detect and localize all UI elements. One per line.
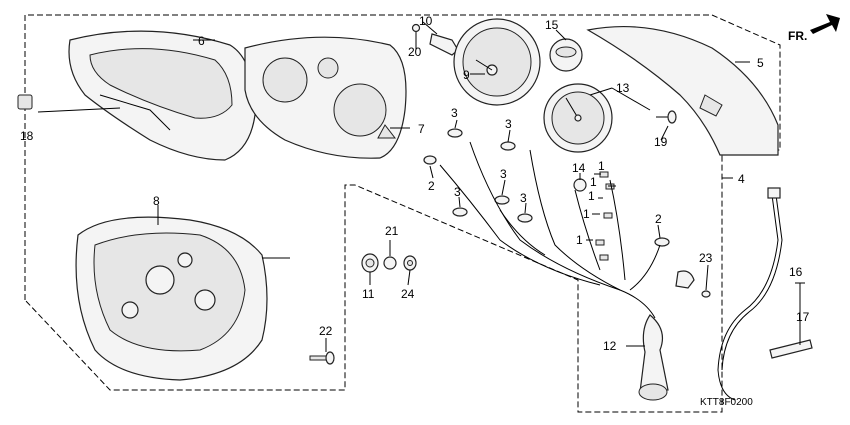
callout-1c: 1 (588, 189, 595, 203)
clip-part (17, 94, 33, 110)
callout-9: 9 (463, 68, 470, 82)
meter-panel-part (244, 36, 407, 159)
tachometer-part (543, 83, 613, 153)
callout-24: 24 (401, 287, 415, 301)
indicator-cap-part (549, 38, 583, 72)
callout-13: 13 (616, 81, 630, 95)
callout-3c: 3 (500, 167, 507, 181)
callout-21: 21 (385, 224, 399, 238)
screw-19-part (656, 110, 677, 124)
callout-8: 8 (153, 194, 160, 208)
callout-3a: 3 (451, 106, 458, 120)
meter-case-part (75, 216, 290, 381)
callout-2a: 2 (428, 179, 435, 193)
callout-labels: 6 7 18 8 20 10 9 15 5 13 19 4 3 3 3 3 3 … (20, 14, 810, 353)
callout-1b: 1 (590, 175, 597, 189)
nut-part (403, 255, 417, 271)
callout-14: 14 (572, 161, 586, 175)
callout-15: 15 (545, 18, 559, 32)
callout-7: 7 (418, 122, 425, 136)
callout-2b: 2 (655, 212, 662, 226)
callout-5: 5 (757, 56, 764, 70)
callout-17: 17 (796, 310, 810, 324)
callout-22: 22 (319, 324, 333, 338)
callout-1e: 1 (576, 233, 583, 247)
callout-23: 23 (699, 251, 713, 265)
leader-lines (37, 21, 805, 352)
wire-harness-part (439, 141, 669, 401)
callout-3d: 3 (454, 185, 461, 199)
speedometer-part (453, 18, 541, 106)
speedometer-cable-part (717, 187, 813, 401)
callout-4: 4 (738, 172, 745, 186)
callout-3e: 3 (520, 191, 527, 205)
callout-19: 19 (654, 135, 668, 149)
upper-meter-cover-part (68, 30, 256, 161)
callout-6: 6 (198, 34, 205, 48)
assembly-boundary (24, 14, 781, 413)
direction-label: FR. (788, 29, 807, 43)
callout-16: 16 (789, 265, 803, 279)
socket-10-part (429, 33, 459, 56)
callout-11: 11 (362, 287, 375, 301)
grommet-part (361, 253, 379, 273)
washer-part (383, 256, 397, 270)
callout-1a: 1 (598, 159, 605, 173)
callout-12: 12 (603, 339, 617, 353)
bulb-sockets-group (423, 128, 670, 261)
callout-10: 10 (419, 14, 433, 28)
callout-3b: 3 (505, 117, 512, 131)
meter-visor-part (586, 26, 779, 156)
screw-22-part (309, 351, 335, 365)
screw-20-part (411, 23, 421, 50)
front-direction-arrow: FR. (788, 14, 840, 43)
callout-20: 20 (408, 45, 422, 59)
callout-1d: 1 (583, 207, 590, 221)
drawing-code: KTT8F0200 (700, 397, 753, 408)
harness-clamp-part (675, 270, 711, 298)
callout-18: 18 (20, 129, 34, 143)
